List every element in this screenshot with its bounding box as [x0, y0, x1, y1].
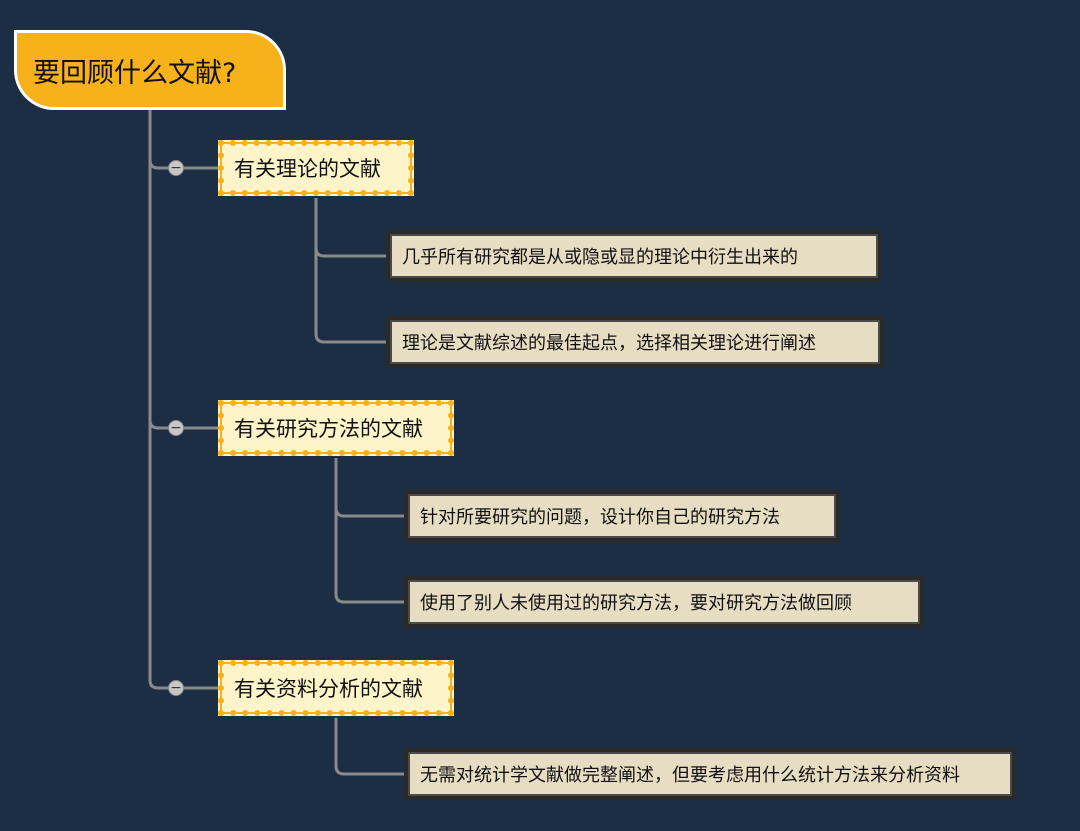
minus-icon: − — [170, 420, 182, 436]
subtopic[interactable]: 针对所要研究的问题，设计你自己的研究方法 — [404, 490, 840, 542]
branch-2-child-1-connector — [334, 507, 408, 518]
subtopic-label: 无需对统计学文献做完整阐述，但要考虑用什么统计方法来分析资料 — [420, 765, 960, 786]
branch-topic-method[interactable]: 有关研究方法的文献 — [218, 400, 454, 456]
minus-icon: − — [170, 160, 182, 176]
subtopic-label: 理论是文献综述的最佳起点，选择相关理论进行阐述 — [402, 333, 816, 354]
minus-icon: − — [170, 680, 182, 696]
subtopic[interactable]: 几乎所有研究都是从或隐或显的理论中衍生出来的 — [386, 230, 882, 282]
subtopic-label: 几乎所有研究都是从或隐或显的理论中衍生出来的 — [402, 247, 798, 268]
trunk-to-branch-1 — [148, 159, 218, 170]
collapse-toggle-icon[interactable]: − — [168, 680, 184, 696]
branch-topic-label: 有关理论的文献 — [234, 157, 381, 181]
subtopic[interactable]: 无需对统计学文献做完整阐述，但要考虑用什么统计方法来分析资料 — [404, 748, 1016, 800]
collapse-toggle-icon[interactable]: − — [168, 420, 184, 436]
branch-topic-label: 有关研究方法的文献 — [234, 417, 423, 441]
branch-3-connector — [334, 718, 408, 776]
branch-2-connector — [334, 458, 408, 604]
branch-1-child-1-connector — [314, 247, 388, 258]
subtopic[interactable]: 理论是文献综述的最佳起点，选择相关理论进行阐述 — [386, 316, 884, 368]
trunk-to-branch-2 — [148, 419, 218, 430]
branch-1-connector — [314, 198, 388, 344]
collapse-toggle-icon[interactable]: − — [168, 160, 184, 176]
branch-topic-label: 有关资料分析的文献 — [234, 677, 423, 701]
subtopic-label: 使用了别人未使用过的研究方法，要对研究方法做回顾 — [420, 593, 852, 614]
branch-topic-theory[interactable]: 有关理论的文献 — [218, 140, 414, 196]
root-topic-label: 要回顾什么文献? — [33, 57, 237, 89]
branch-topic-analysis[interactable]: 有关资料分析的文献 — [218, 660, 454, 716]
subtopic-label: 针对所要研究的问题，设计你自己的研究方法 — [420, 507, 780, 528]
root-topic[interactable]: 要回顾什么文献? — [14, 30, 286, 110]
subtopic[interactable]: 使用了别人未使用过的研究方法，要对研究方法做回顾 — [404, 576, 924, 628]
trunk-line — [148, 110, 218, 690]
